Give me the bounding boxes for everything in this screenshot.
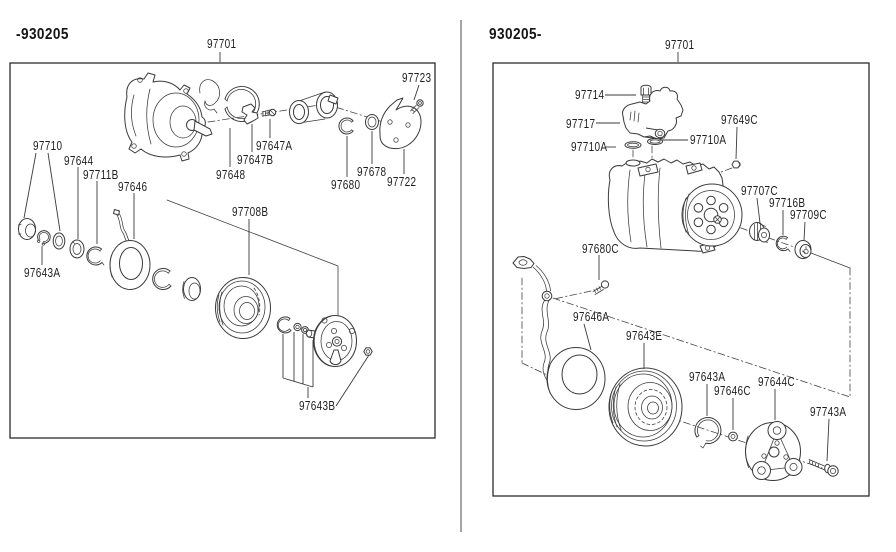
- part-97709c-drawing: [794, 240, 812, 259]
- part-97722-drawing: [379, 97, 422, 150]
- right-leaders: [583, 94, 830, 462]
- part-97716b-drawing: [775, 235, 791, 252]
- left-diagram-group: [9, 52, 436, 439]
- compressor-drawing-left: [124, 72, 213, 162]
- part-97643a-drawing: [694, 417, 722, 449]
- part-97680c-drawing: [592, 280, 610, 295]
- part-97714-drawing: [640, 84, 652, 108]
- part-97643e-drawing: [608, 367, 683, 447]
- part-97644c-drawing: [745, 421, 803, 481]
- part-97717-drawing: [622, 86, 684, 140]
- right-diagram-group: [492, 52, 870, 497]
- compressor-drawing-right: [607, 158, 743, 254]
- part-97649c-drawing: [731, 160, 741, 169]
- part-97723-drawing: [410, 99, 424, 114]
- wire-harness-drawing: [512, 256, 560, 392]
- part-97743a-drawing: [808, 459, 839, 477]
- part-97647b-drawing: [241, 103, 259, 125]
- part-97646a-drawing: [546, 347, 606, 410]
- part-97643b-bracket: [282, 332, 370, 407]
- clutch-parts-row-left: [18, 209, 373, 367]
- part-97648-drawing: [224, 86, 260, 122]
- part-97646c-drawing: [728, 431, 738, 442]
- shaft-bearing-drawing: [289, 91, 339, 124]
- left-leaders: [23, 84, 420, 275]
- part-97707c-drawing: [749, 222, 770, 243]
- part-97647a-drawing: [261, 108, 277, 117]
- part-97680-drawing: [338, 117, 354, 135]
- part-97678-drawing: [365, 114, 379, 130]
- right-border-box: [492, 62, 870, 497]
- left-border-box: [9, 62, 436, 439]
